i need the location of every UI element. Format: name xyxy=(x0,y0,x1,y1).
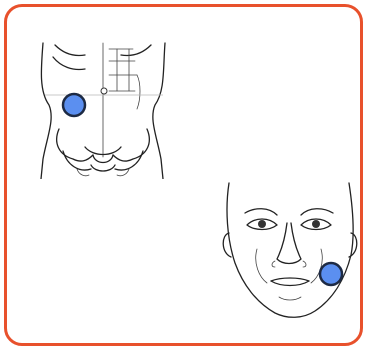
marker-jaw xyxy=(320,263,342,285)
marker-layer xyxy=(7,7,360,343)
illustration-panel xyxy=(4,4,363,346)
marker-abdomen xyxy=(63,94,85,116)
